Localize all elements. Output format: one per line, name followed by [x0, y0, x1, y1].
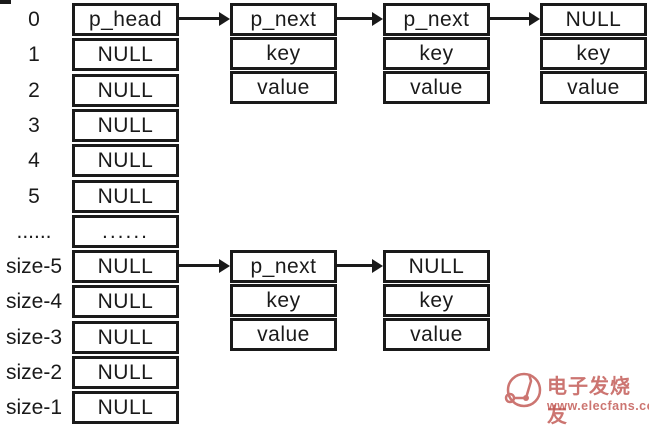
bucket-cell-5: NULL: [72, 180, 179, 213]
node1-next-cell: p_next: [230, 3, 337, 36]
node2-key-cell: key: [383, 37, 490, 70]
node3-value-cell: value: [540, 71, 647, 104]
arrow-nodeA-to-nodeB: [336, 259, 383, 273]
bucket-label-size-5: size-5: [5, 255, 63, 278]
watermark-site-url: www.elecfans.com: [547, 399, 649, 413]
node3-key-cell: key: [540, 37, 647, 70]
nodeB-value-cell: value: [383, 318, 490, 351]
arrow-node2-to-node3: [489, 12, 540, 26]
node2-next-cell: p_next: [383, 3, 490, 36]
nodeA-value-cell: value: [230, 318, 337, 351]
bucket-cell-size-2: NULL: [72, 356, 179, 389]
bucket-cell-4: NULL: [72, 144, 179, 177]
bucket-label-size-2: size-2: [5, 361, 63, 384]
node1-key-cell: key: [230, 37, 337, 70]
bucket-label-ellipsis: ......: [16, 220, 52, 243]
bucket-label-5: 5: [28, 185, 40, 208]
node3-next-cell: NULL: [540, 3, 647, 36]
arrow-phead-to-node1: [179, 12, 230, 26]
nodeB-key-cell: key: [383, 284, 490, 317]
bucket-label-3: 3: [28, 114, 40, 137]
bucket-cell-size-3: NULL: [72, 321, 179, 354]
bucket-cell-1: NULL: [72, 38, 179, 71]
bucket-cell-ellipsis: ......: [72, 215, 179, 248]
bucket-cell-size-1: NULL: [72, 391, 179, 424]
bucket-label-2: 2: [28, 79, 40, 102]
bucket-cell-size-5: NULL: [72, 250, 179, 283]
node2-value-cell: value: [383, 71, 490, 104]
nodeB-next-cell: NULL: [383, 250, 490, 283]
node1-value-cell: value: [230, 71, 337, 104]
elecfans-logo-icon: [504, 372, 542, 408]
bucket-label-size-1: size-1: [5, 396, 63, 419]
arrow-node1-to-node2: [336, 12, 383, 26]
bucket-label-1: 1: [28, 43, 40, 66]
bucket-label-4: 4: [28, 149, 40, 172]
nodeA-next-cell: p_next: [230, 250, 337, 283]
corner-artifact: [0, 0, 11, 4]
bucket-label-size-3: size-3: [5, 326, 63, 349]
bucket-cell-2: NULL: [72, 74, 179, 107]
bucket-label-0: 0: [28, 8, 40, 31]
bucket-cell-size-4: NULL: [72, 285, 179, 318]
nodeA-key-cell: key: [230, 284, 337, 317]
arrow-size5-to-nodeA: [179, 259, 230, 273]
bucket-label-size-4: size-4: [5, 290, 63, 313]
bucket-cell-0: p_head: [72, 3, 179, 36]
watermark-brand-text: 电子发烧友: [547, 376, 631, 427]
bucket-cell-3: NULL: [72, 109, 179, 142]
